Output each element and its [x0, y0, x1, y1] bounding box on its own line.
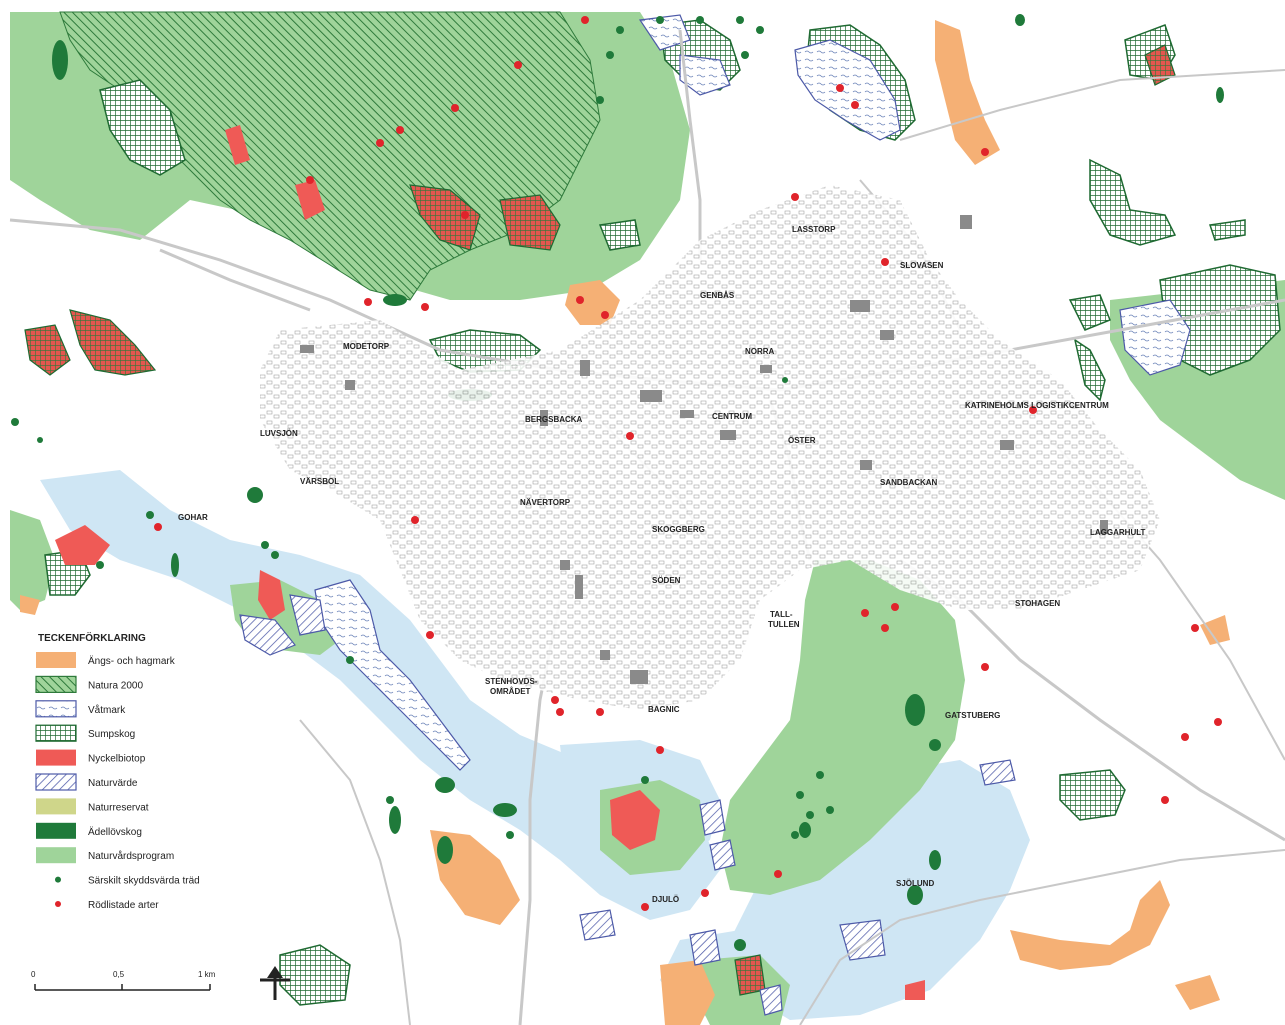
place-gohar: GOHAR [178, 513, 208, 522]
place-soden: SÖDEN [652, 576, 681, 585]
nyckelbiotop-grid-areas [24, 44, 1176, 996]
legend-swatch-dot [55, 901, 61, 907]
scale-label-1km: 1 km [198, 970, 216, 979]
legend-label: Naturvårdsprogram [88, 850, 174, 862]
legend-label: Ädellövskog [88, 826, 142, 838]
place-lasstorp: LASSTORP [792, 225, 836, 234]
legend-swatch [36, 749, 76, 766]
legend-swatch [35, 700, 77, 718]
legend-label: Våtmark [88, 704, 126, 716]
legend-item: Naturreservat [36, 798, 149, 815]
place-industri-1: STENHOVDS- [485, 677, 538, 686]
legend-label: Naturreservat [88, 802, 149, 813]
scale-label-0: 0 [31, 970, 36, 979]
place-bagnic: BAGNIC [648, 705, 680, 714]
natur-djulo [720, 560, 965, 895]
lake-djulosjon [730, 760, 1030, 1020]
legend-label: Natura 2000 [88, 680, 143, 691]
legend-swatch [36, 798, 76, 815]
legend-item: Natura 2000 [35, 675, 143, 694]
place-laggarhult: LAGGARHULT [1090, 528, 1146, 537]
legend-title: TECKENFÖRKLARING [38, 631, 146, 644]
legend-item: Ädellövskog [36, 822, 142, 839]
urban-area [260, 185, 1160, 710]
legend-label: Rödlistade arter [88, 900, 159, 911]
place-navertorp: NÄVERTORP [520, 498, 571, 507]
place-talltullen-1: TALL- [770, 610, 793, 619]
legend-label: Naturvärde [88, 778, 138, 789]
place-labels: LASSTORP SLOVASEN GENBÅS MODETORP NORRA … [178, 225, 1146, 904]
scale-label-half: 0,5 [113, 970, 125, 979]
natur-west [10, 510, 55, 610]
legend-item: Särskilt skyddsvärda träd [55, 876, 200, 887]
place-varsbol: VÄRSBOL [300, 477, 339, 486]
legend-swatch [35, 724, 77, 742]
legend-label: Nyckelbiotop [88, 754, 146, 765]
legend-item: Sumpskog [35, 724, 135, 742]
legend-item: Våtmark [35, 700, 126, 718]
legend-swatch [36, 822, 76, 839]
legend-swatch [36, 847, 76, 864]
scale-bar: 0 0,5 1 km [31, 970, 216, 991]
place-centrum: CENTRUM [712, 412, 752, 421]
place-katrineholm: KATRINEHOLMS LOGISTIKCENTRUM [965, 401, 1109, 410]
place-stohagen: STOHAGEN [1015, 599, 1060, 608]
legend-swatch-dot [55, 876, 61, 883]
place-modetorp: MODETORP [343, 342, 390, 351]
legend-swatch [35, 675, 77, 694]
place-industri-2: OMRÅDET [490, 687, 531, 696]
place-genbas: GENBÅS [700, 291, 735, 300]
north-arrow-icon [260, 966, 290, 1000]
legend: TECKENFÖRKLARING Ängs- och hagmarkNatura… [35, 631, 200, 911]
red-listed-species [154, 16, 1222, 911]
base-layers [10, 11, 1285, 1025]
place-oster: ÖSTER [788, 436, 816, 445]
adellovskog-areas [52, 14, 1224, 951]
legend-label: Särskilt skyddsvärda träd [88, 876, 200, 887]
place-slovasen: SLOVASEN [900, 261, 944, 270]
legend-label: Ängs- och hagmark [88, 655, 176, 667]
place-sandbacka: SANDBACKAN [880, 478, 938, 487]
place-norra: NORRA [745, 347, 775, 356]
legend-swatch [35, 773, 77, 791]
legend-label: Sumpskog [88, 729, 135, 740]
place-djulo: DJULÖ [652, 895, 679, 904]
legend-item: Nyckelbiotop [36, 749, 146, 766]
protected-trees [11, 16, 834, 839]
legend-item: Naturvärde [35, 773, 138, 791]
place-gatstuberg: GATSTUBERG [945, 711, 1000, 720]
legend-swatch [36, 652, 76, 668]
place-bergsbacka: BERGSBACKA [525, 415, 583, 424]
place-talltullen-2: TULLEN [768, 620, 800, 629]
industrial-blocks [300, 215, 1108, 684]
legend-item: Naturvårdsprogram [36, 847, 174, 864]
legend-item: Ängs- och hagmark [36, 652, 176, 668]
place-sjolund: SJÖLUND [896, 879, 934, 888]
place-skoggberg: SKOGGBERG [652, 525, 705, 534]
naturvarde-areas [239, 594, 1016, 1016]
nyckelbiotop-areas [55, 125, 925, 1000]
legend-item: Rödlistade arter [55, 900, 159, 911]
place-luvsjon: LUVSJÖN [260, 429, 298, 438]
wetland-areas [314, 14, 1191, 771]
lake-west [40, 470, 720, 920]
